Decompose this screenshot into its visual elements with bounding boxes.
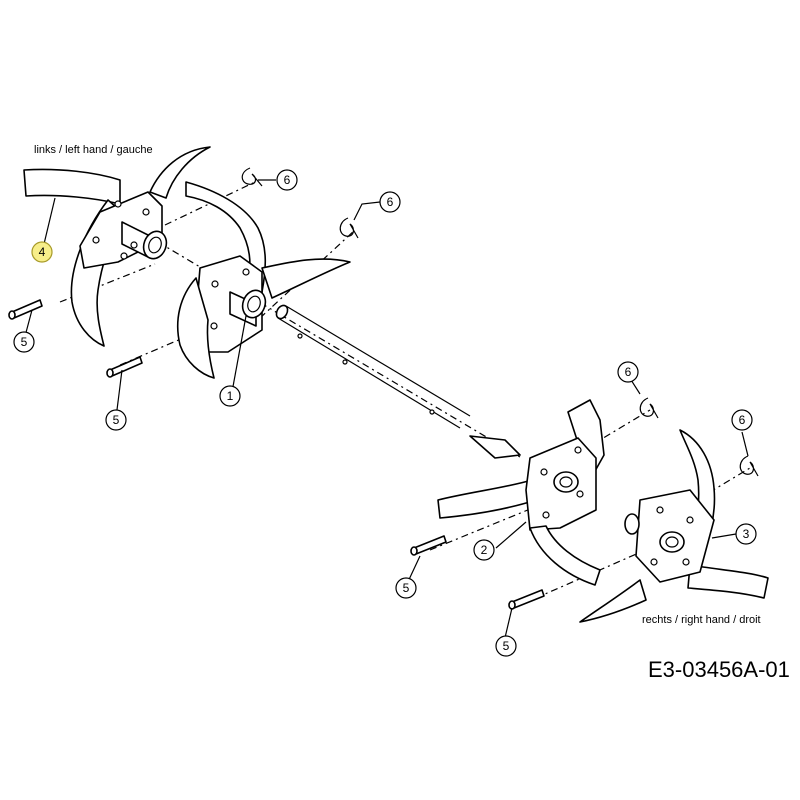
callout-3[interactable]: 3 [735,523,757,545]
svg-text:6: 6 [625,365,632,379]
callout-6-upper-left[interactable]: 6 [276,169,298,191]
clip-upper-center [339,217,359,239]
axle-shaft [275,304,521,459]
clip-right-upper [639,397,659,419]
svg-text:3: 3 [743,527,750,541]
left-side-label: links / left hand / gauche [34,144,153,156]
left-inner-tine-assembly [176,181,351,379]
right-side-label: rechts / right hand / droit [642,614,761,626]
svg-text:5: 5 [503,639,510,653]
callout-5-upper-left[interactable]: 5 [13,331,35,353]
right-outer-tine-assembly [579,429,769,623]
drawing-number: E3-03456A-01 [648,657,790,682]
callout-6-upper-center[interactable]: 6 [379,191,401,213]
svg-text:5: 5 [403,581,410,595]
svg-text:5: 5 [113,413,120,427]
left-outer-tine-assembly [23,146,211,347]
clip-right-lower [739,455,759,477]
right-inner-tine-assembly [437,399,605,586]
pin-upper-left [8,299,43,320]
callout-4-highlighted[interactable]: 4 [31,241,53,263]
svg-text:6: 6 [387,195,394,209]
callout-2[interactable]: 2 [473,539,495,561]
svg-text:6: 6 [284,173,291,187]
svg-text:4: 4 [39,245,46,259]
pin-lower-right-2 [508,589,545,610]
pin-lower-left [106,356,143,378]
svg-text:1: 1 [227,389,234,403]
svg-text:6: 6 [739,413,746,427]
pin-lower-right-1 [410,535,447,556]
callout-5-lower-left[interactable]: 5 [105,409,127,431]
svg-text:2: 2 [481,543,488,557]
callout-6-right-upper[interactable]: 6 [617,361,639,383]
clip-upper-left [241,167,263,187]
leader-lines [23,179,749,643]
callout-5-lower-right-2[interactable]: 5 [495,635,517,657]
svg-text:5: 5 [21,335,28,349]
callout-5-lower-right-1[interactable]: 5 [395,577,417,599]
callout-1[interactable]: 1 [219,385,241,407]
callout-6-right-lower[interactable]: 6 [731,409,753,431]
